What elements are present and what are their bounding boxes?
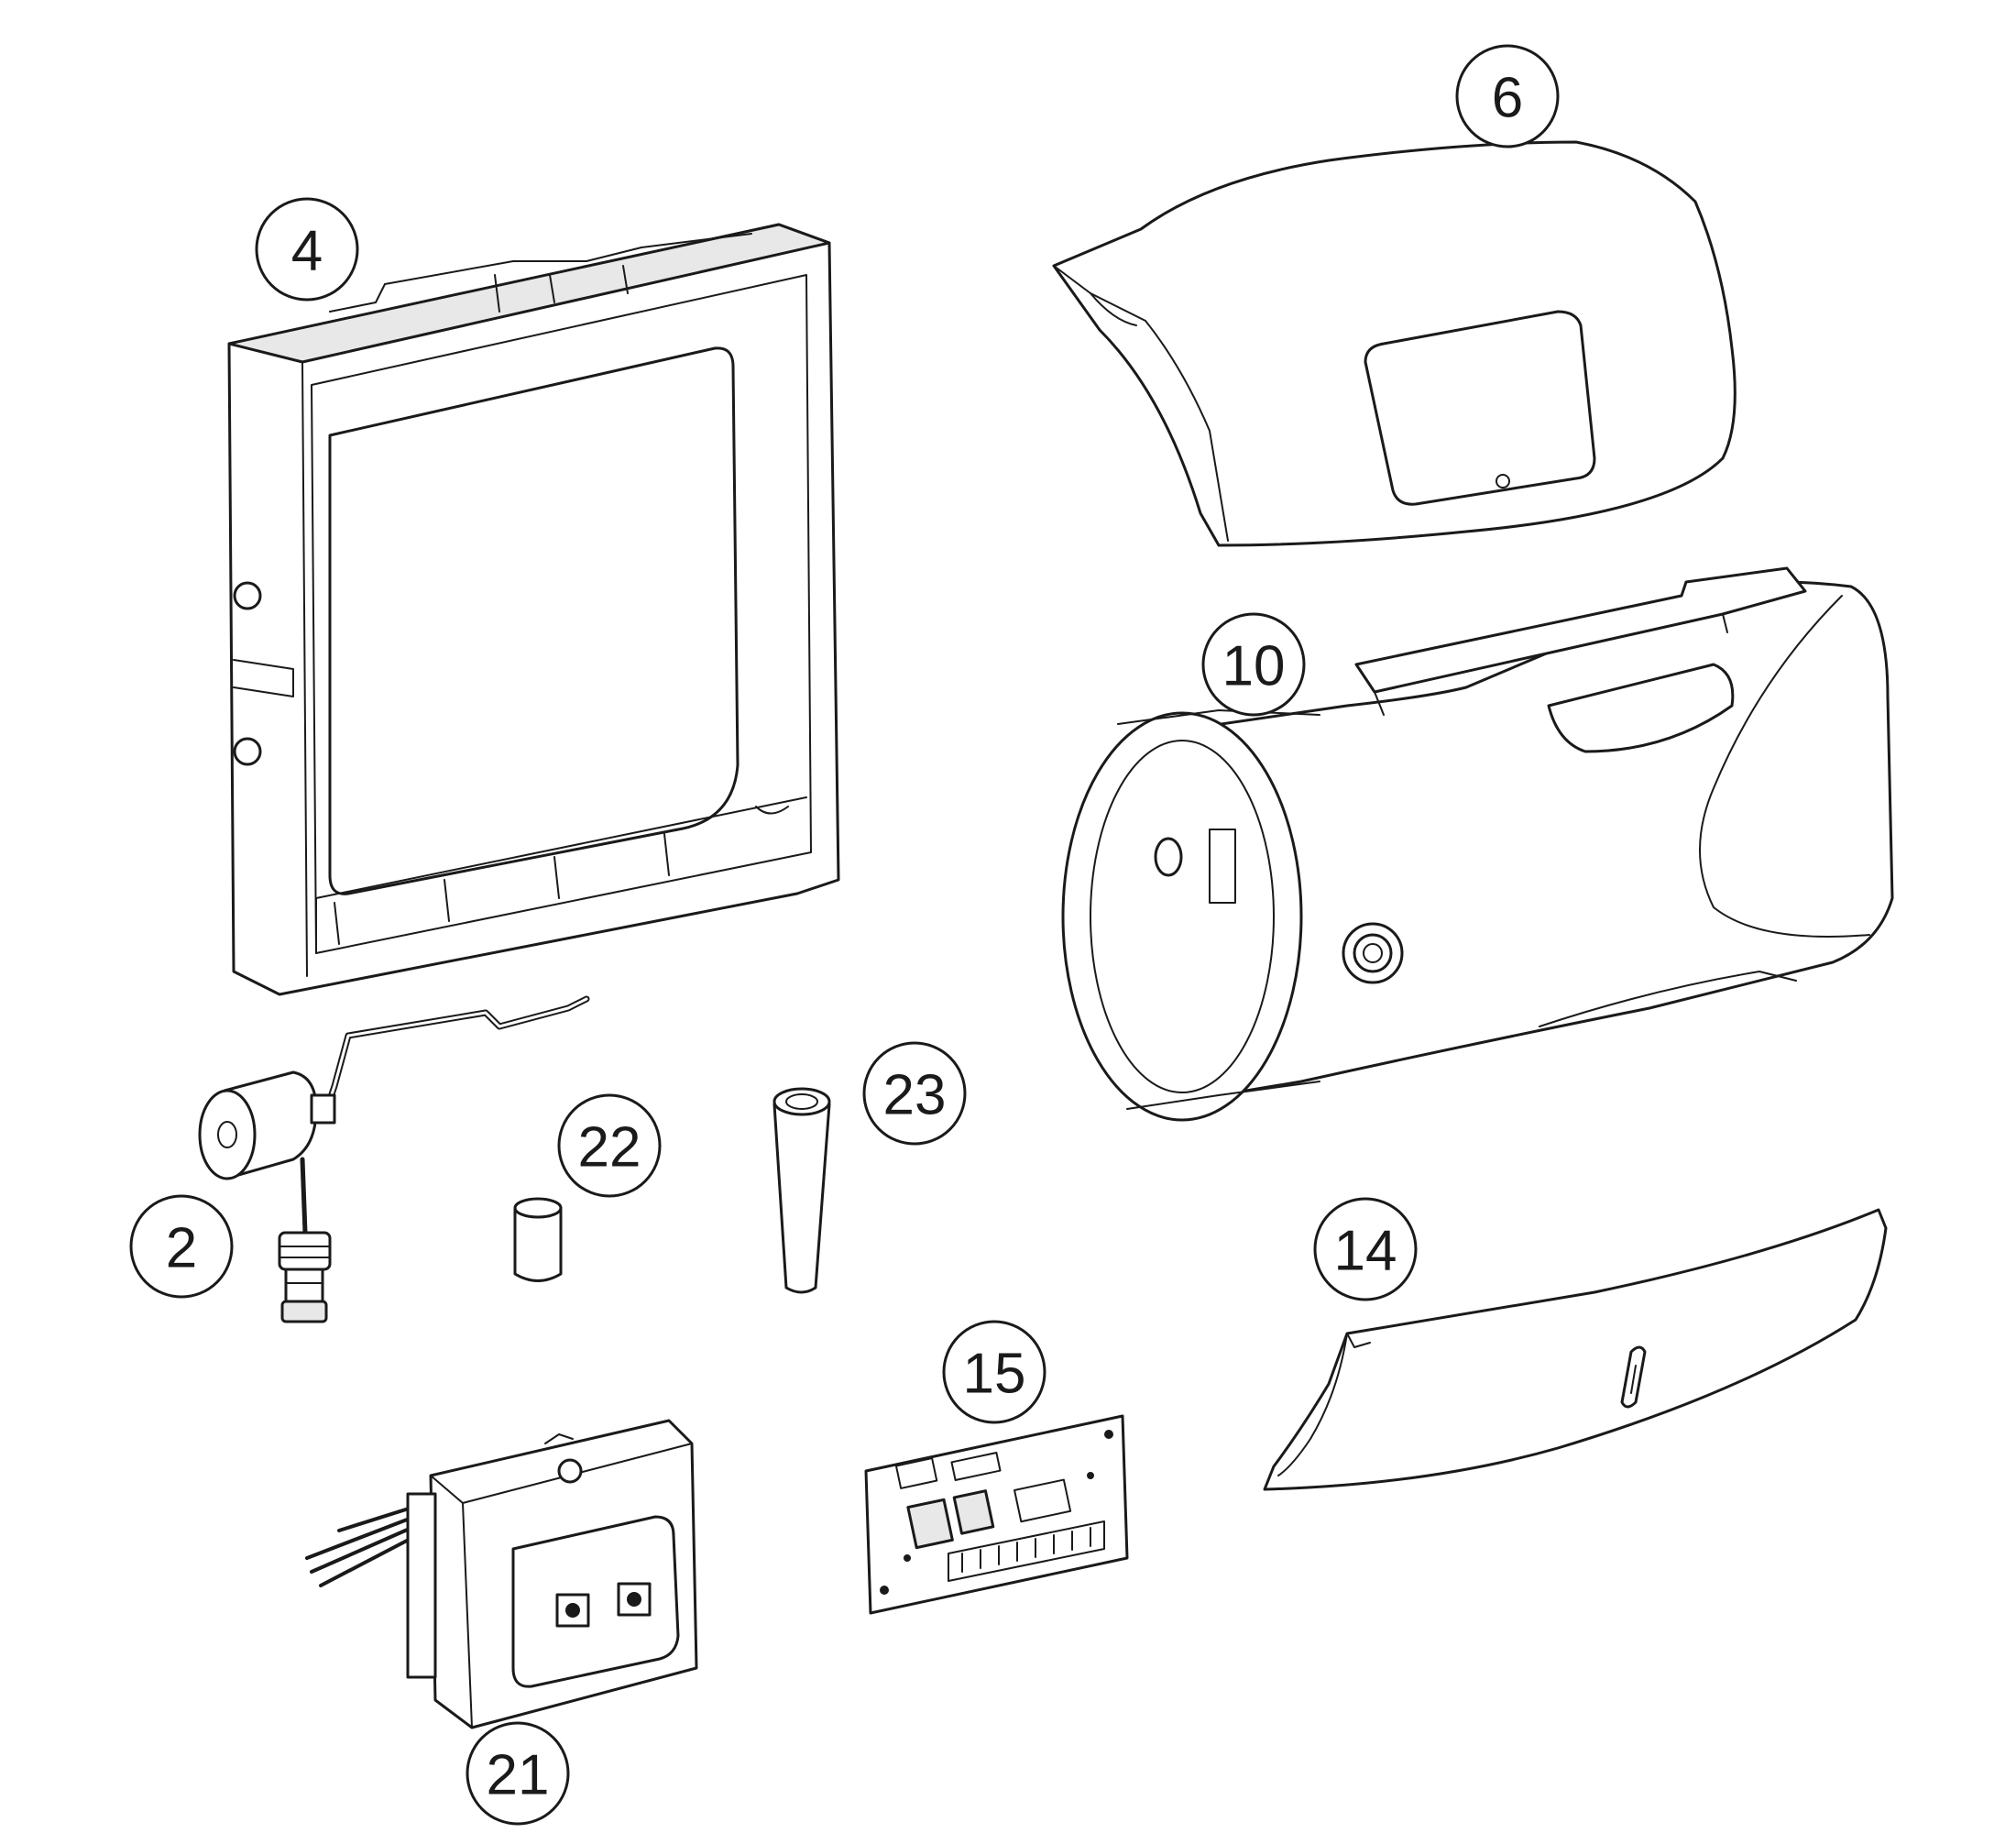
callout-6: 6 <box>1455 44 1560 148</box>
callout-label-2: 2 <box>166 1217 197 1280</box>
part-15-circuit-board <box>864 1414 1129 1615</box>
part-23-tapered-sleeve <box>772 1087 831 1294</box>
part-10-main-housing <box>1061 566 1894 1122</box>
callout-22: 22 <box>557 1093 662 1198</box>
callout-label-23: 23 <box>883 1064 947 1127</box>
callout-14: 14 <box>1313 1197 1418 1301</box>
callout-label-4: 4 <box>291 220 323 283</box>
part-4-mounting-frame <box>227 223 840 996</box>
callout-label-6: 6 <box>1492 67 1523 130</box>
callout-15: 15 <box>942 1320 1046 1424</box>
callout-2: 2 <box>129 1194 234 1299</box>
callout-label-22: 22 <box>578 1116 641 1180</box>
callout-23: 23 <box>862 1041 967 1146</box>
part-6-top-cover <box>1052 140 1737 547</box>
part-22-small-cylinder <box>513 1197 563 1282</box>
part-14-bottom-cover <box>1263 1208 1888 1491</box>
part-2-valve-assembly <box>198 995 590 1323</box>
callout-label-10: 10 <box>1222 635 1286 698</box>
callout-label-14: 14 <box>1334 1220 1397 1283</box>
callout-10: 10 <box>1201 612 1306 717</box>
callout-label-21: 21 <box>487 1744 550 1807</box>
callout-label-15: 15 <box>963 1343 1026 1406</box>
callout-4: 4 <box>255 197 359 302</box>
callout-21: 21 <box>466 1721 570 1826</box>
part-21-power-module <box>305 1419 698 1729</box>
